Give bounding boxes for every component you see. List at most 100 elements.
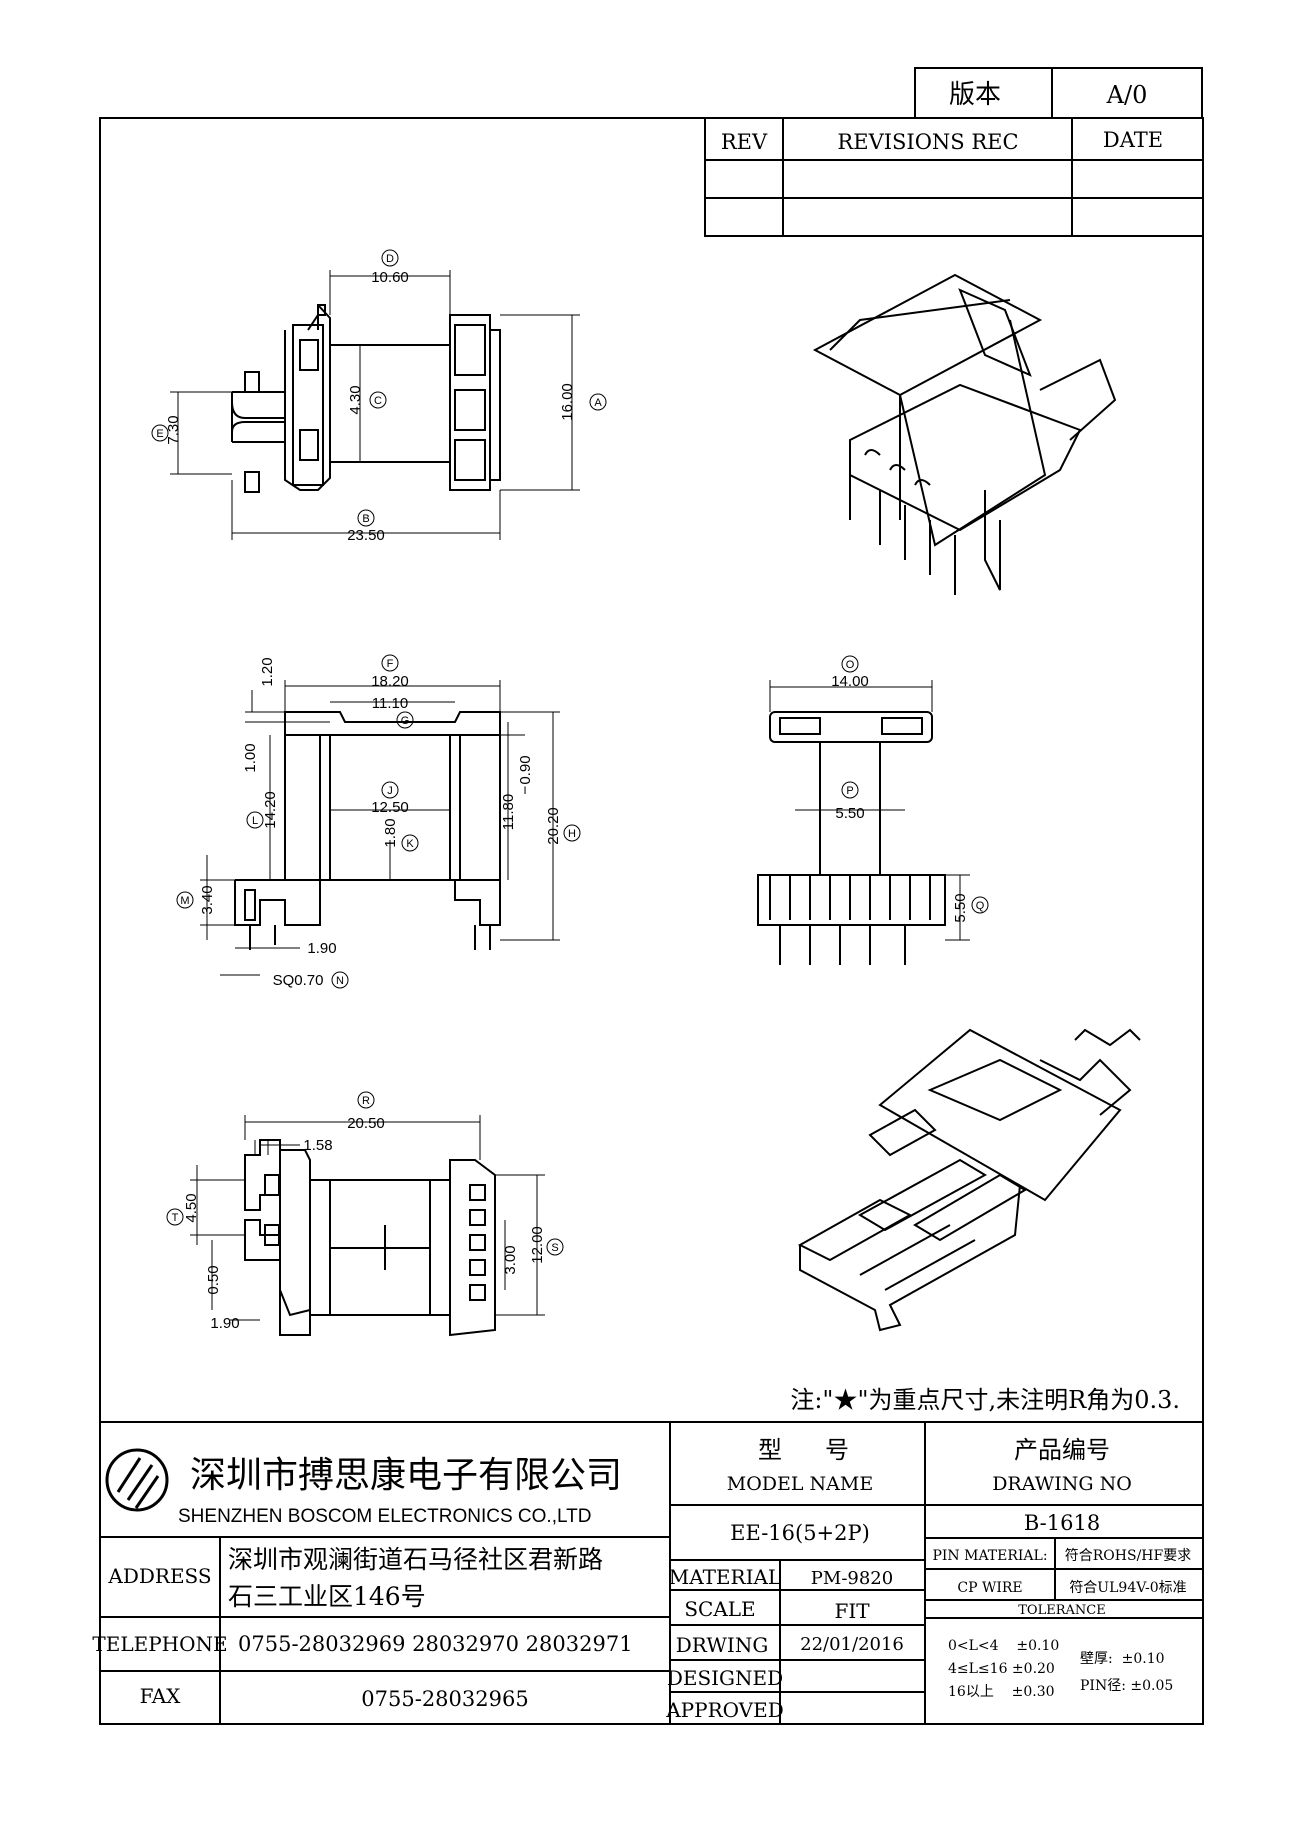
- fax-value: 0755-28032965: [361, 1687, 528, 1711]
- dim-r-label: R: [362, 1095, 370, 1107]
- dim-d: 10.60: [371, 269, 409, 286]
- revisions-table: [704, 117, 1204, 237]
- drawing-note: 注:"★"为重点尺寸,未注明R角为0.3.: [790, 1386, 1180, 1414]
- dim-n-label: N: [336, 975, 344, 987]
- company-name-cn: 深圳市搏思康电子有限公司: [190, 1455, 622, 1496]
- dim-090: 0.90: [517, 755, 534, 784]
- rev-col-header: REV: [721, 130, 768, 154]
- dim-i: 11.80: [500, 794, 517, 830]
- dim-a-label: A: [594, 397, 602, 409]
- dim-l: 14.20: [262, 791, 279, 829]
- revisions-rec-header: REVISIONS REC: [837, 130, 1018, 154]
- dim-r: 20.50: [347, 1115, 385, 1132]
- dim-t: 4.50: [183, 1193, 200, 1222]
- dim-k: 1.80: [382, 818, 399, 847]
- iso-view-top: [812, 273, 1117, 595]
- dim-i-label: I: [523, 785, 526, 797]
- dim-g-label: G: [401, 715, 410, 727]
- dim-q: 5.50: [952, 893, 969, 922]
- dim-h: 20.20: [545, 807, 562, 845]
- model-label-cn-1: 型: [758, 1436, 782, 1464]
- dim-l-label: L: [252, 815, 258, 827]
- dim-c: 4.30: [347, 385, 364, 414]
- drawing-no-label-cn: 产品编号: [1014, 1436, 1110, 1464]
- dim-m: 3.40: [199, 885, 216, 914]
- pin-rohs: 符合ROHS/HF要求: [1065, 1548, 1191, 1564]
- side-view: [757, 711, 946, 965]
- address-label: ADDRESS: [107, 1564, 211, 1588]
- dim-j: 12.50: [371, 799, 409, 816]
- date-col-header: DATE: [1103, 128, 1163, 152]
- dim-c-label: C: [374, 395, 382, 407]
- dim-190: 1.90: [307, 940, 336, 957]
- version-label: 版本: [949, 80, 1001, 110]
- scale-value: FIT: [834, 1599, 870, 1623]
- pin-wire-label: CP WIRE: [957, 1580, 1022, 1596]
- dim-b: 23.50: [347, 527, 385, 544]
- bottom-view-dims: [166, 1091, 564, 1321]
- dim-050: 0.50: [205, 1265, 222, 1294]
- side-view-dims: [769, 655, 989, 941]
- dim-e-label: E: [156, 428, 163, 440]
- dim-t-label: T: [172, 1212, 179, 1224]
- drawing-no-label-en: DRAWING NO: [992, 1473, 1132, 1495]
- dim-s: 12.00: [529, 1226, 546, 1264]
- iso-view-bottom: [797, 1028, 1141, 1332]
- material-value: PM-9820: [811, 1568, 893, 1589]
- company-name-en: SHENZHEN BOSCOM ELECTRONICS CO.,LTD: [178, 1506, 591, 1527]
- version-value: A/0: [1106, 81, 1148, 109]
- dim-a: 16.00: [559, 383, 576, 421]
- tolerance-row-3: 16以上 ±0.30: [948, 1684, 1055, 1700]
- model-label-en: MODEL NAME: [727, 1473, 873, 1495]
- top-view-dims: [151, 249, 607, 540]
- model-value: EE-16(5+2P): [730, 1521, 870, 1545]
- dim-d-label: D: [386, 253, 394, 265]
- dim-190b: 1.90: [210, 1315, 239, 1332]
- dim-k-label: K: [406, 838, 414, 850]
- dim-o-label: O: [846, 659, 855, 671]
- tolerance-row-2: 4≤L≤16 ±0.20: [948, 1661, 1055, 1677]
- telephone-value: 0755-28032969 28032970 28032971: [238, 1632, 633, 1656]
- pin-ul94: 符合UL94V-0标准: [1069, 1580, 1186, 1596]
- dim-f: 18.20: [371, 673, 409, 690]
- drwing-label: DRWING: [676, 1633, 769, 1657]
- dim-p-label: P: [846, 785, 853, 797]
- dim-120: 1.20: [259, 657, 276, 686]
- dim-p: 5.50: [835, 805, 864, 822]
- dim-n: SQ0.70: [273, 972, 324, 989]
- dim-g: 11.10: [372, 695, 408, 712]
- scale-label: SCALE: [684, 1597, 755, 1621]
- drwing-value: 22/01/2016: [800, 1634, 904, 1655]
- dim-h-label: H: [568, 828, 576, 840]
- pin-material-label: PIN MATERIAL:: [932, 1548, 1047, 1564]
- dim-300: 3.00: [502, 1245, 519, 1274]
- front-view: [234, 711, 501, 950]
- tolerance-row-1: 0<L<4 ±0.10: [948, 1638, 1059, 1654]
- designed-label: DESIGNED: [667, 1666, 783, 1690]
- dim-s-label: S: [551, 1242, 558, 1254]
- model-label-cn-2: 号: [825, 1436, 849, 1464]
- dim-j-label: J: [387, 785, 393, 797]
- dim-q-label: Q: [976, 900, 985, 912]
- dim-100: 1.00: [242, 743, 259, 772]
- address-line-1: 深圳市观澜街道石马径社区君新路: [228, 1545, 603, 1574]
- dim-e: 7.30: [165, 415, 182, 444]
- dim-158: 1.58: [303, 1137, 332, 1154]
- fax-label: FAX: [140, 1684, 182, 1708]
- tolerance-pin: PIN径: ±0.05: [1080, 1678, 1173, 1694]
- sheet-border: [99, 117, 1204, 1725]
- approved-label: APPROVED: [665, 1698, 784, 1722]
- dim-f-label: F: [387, 658, 394, 670]
- company-logo: [105, 1448, 169, 1512]
- tolerance-label: TOLERANCE: [1018, 1603, 1105, 1618]
- tolerance-wall: 壁厚: ±0.10: [1080, 1651, 1165, 1667]
- front-view-dims: [176, 654, 581, 989]
- dim-m-label: M: [180, 895, 189, 907]
- drawing-no-value: B-1618: [1024, 1511, 1100, 1535]
- material-label: MATERIAL: [669, 1565, 781, 1589]
- telephone-label: TELEPHONE: [92, 1632, 227, 1656]
- bottom-view: [244, 1139, 496, 1337]
- top-view: [230, 304, 501, 493]
- dim-b-label: B: [362, 513, 369, 525]
